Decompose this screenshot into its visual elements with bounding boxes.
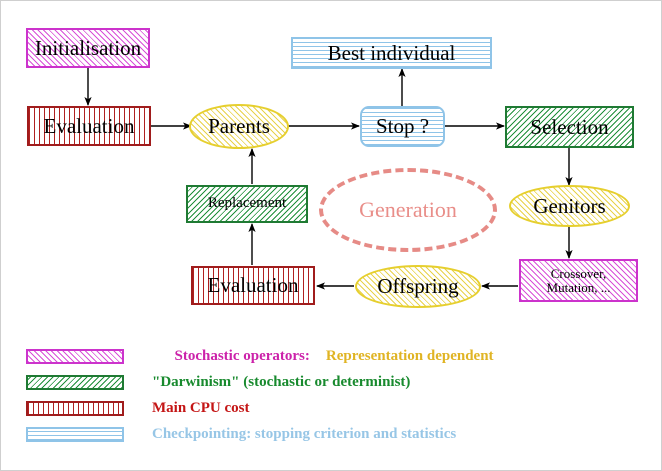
node-initialisation[interactable]: Initialisation [26, 28, 150, 68]
legend-row-cpu-cost: Main CPU cost [26, 398, 250, 418]
node-crossover-mutation[interactable]: Crossover, Mutation, ... [519, 259, 638, 302]
legend-text-stochastic-primary: Stochastic operators: [174, 347, 310, 364]
legend-label-stochastic: Stochastic operators: Representation depe… [152, 331, 494, 382]
legend-label-darwinism: "Darwinism" (stochastic or determinist) [152, 373, 411, 390]
legend-label-checkpointing: Checkpointing: stopping criterion and st… [152, 425, 457, 442]
legend-swatch-red [26, 400, 124, 416]
node-best-individual[interactable]: Best individual [291, 37, 492, 69]
legend-swatch-green [26, 374, 124, 390]
node-stop[interactable]: Stop ? [360, 106, 445, 147]
legend-swatch-magenta [26, 348, 124, 364]
legend-row-checkpointing: Checkpointing: stopping criterion and st… [26, 424, 456, 444]
node-generation-group: Generation [319, 168, 497, 252]
legend-label-cpu-cost: Main CPU cost [152, 399, 250, 416]
legend-text-stochastic-secondary: Representation dependent [325, 347, 494, 364]
node-offspring[interactable]: Offspring [355, 265, 481, 308]
node-evaluation-bottom[interactable]: Evaluation [191, 266, 315, 305]
node-parents[interactable]: Parents [189, 104, 289, 149]
legend-row-darwinism: "Darwinism" (stochastic or determinist) [26, 372, 410, 392]
node-evaluation-top[interactable]: Evaluation [27, 106, 151, 146]
node-selection[interactable]: Selection [505, 106, 634, 148]
legend-row-stochastic: Stochastic operators: Representation depe… [26, 346, 494, 366]
node-genitors[interactable]: Genitors [509, 185, 630, 227]
node-replacement[interactable]: Replacement [186, 185, 308, 223]
legend-swatch-blue [26, 426, 124, 442]
